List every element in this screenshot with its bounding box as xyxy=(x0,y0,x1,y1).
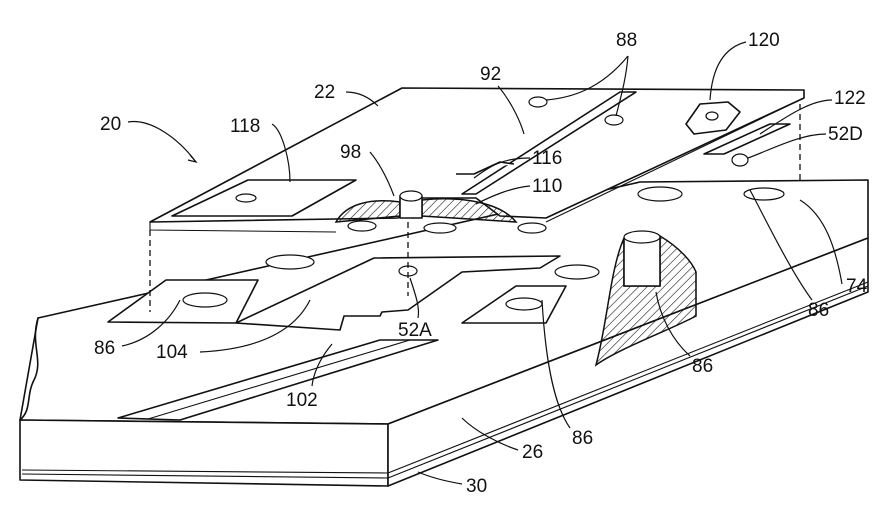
label-86-center: 86 xyxy=(692,356,713,377)
leader-120 xyxy=(709,41,747,101)
leader-20 xyxy=(127,120,197,163)
label-118: 118 xyxy=(230,116,260,137)
leader-122 xyxy=(759,99,833,135)
via-52D xyxy=(731,153,749,167)
layer-30-line xyxy=(21,473,389,479)
label-26: 26 xyxy=(522,442,543,463)
leader-88a xyxy=(545,55,629,101)
leader-22 xyxy=(345,91,379,107)
leader-86b xyxy=(541,299,571,429)
label-120: 120 xyxy=(748,30,780,51)
leader-118 xyxy=(271,123,291,183)
leader-26 xyxy=(461,417,519,451)
leader-86c xyxy=(655,291,691,357)
lower-substrate-side-face xyxy=(387,237,869,487)
label-122: 122 xyxy=(834,88,866,109)
label-86-bottom: 86 xyxy=(572,428,593,449)
pad-118 xyxy=(171,179,357,217)
label-22: 22 xyxy=(314,82,335,103)
leader-52A xyxy=(409,277,420,319)
leader-52D xyxy=(747,133,827,159)
break-line xyxy=(19,317,39,421)
label-104: 104 xyxy=(156,342,188,363)
solder-110 xyxy=(421,198,518,223)
label-20: 20 xyxy=(100,114,121,135)
label-92: 92 xyxy=(480,64,501,85)
via-hole xyxy=(182,292,228,308)
label-98: 98 xyxy=(340,142,361,163)
leader-92 xyxy=(497,85,525,135)
leader-30 xyxy=(417,471,463,485)
label-102: 102 xyxy=(286,390,318,411)
label-52A: 52A xyxy=(398,320,432,341)
label-86-right: 86 xyxy=(808,300,829,321)
leader-74 xyxy=(799,199,843,285)
leader-110 xyxy=(475,185,531,205)
via-cross-section xyxy=(594,234,697,367)
leader-116 xyxy=(473,157,531,179)
label-88: 88 xyxy=(616,30,637,51)
leader-86a xyxy=(121,299,181,347)
leader-104 xyxy=(199,299,311,353)
label-30: 30 xyxy=(466,476,487,497)
conductor-104 xyxy=(235,255,561,331)
leader-102 xyxy=(311,343,333,387)
label-110: 110 xyxy=(532,176,562,197)
leader-98 xyxy=(369,151,395,197)
label-74: 74 xyxy=(846,276,868,297)
trace-92 xyxy=(461,91,637,195)
leader-86d xyxy=(749,189,813,301)
label-116: 116 xyxy=(532,148,562,169)
label-52D: 52D xyxy=(828,124,863,145)
label-86-left: 86 xyxy=(94,338,115,359)
